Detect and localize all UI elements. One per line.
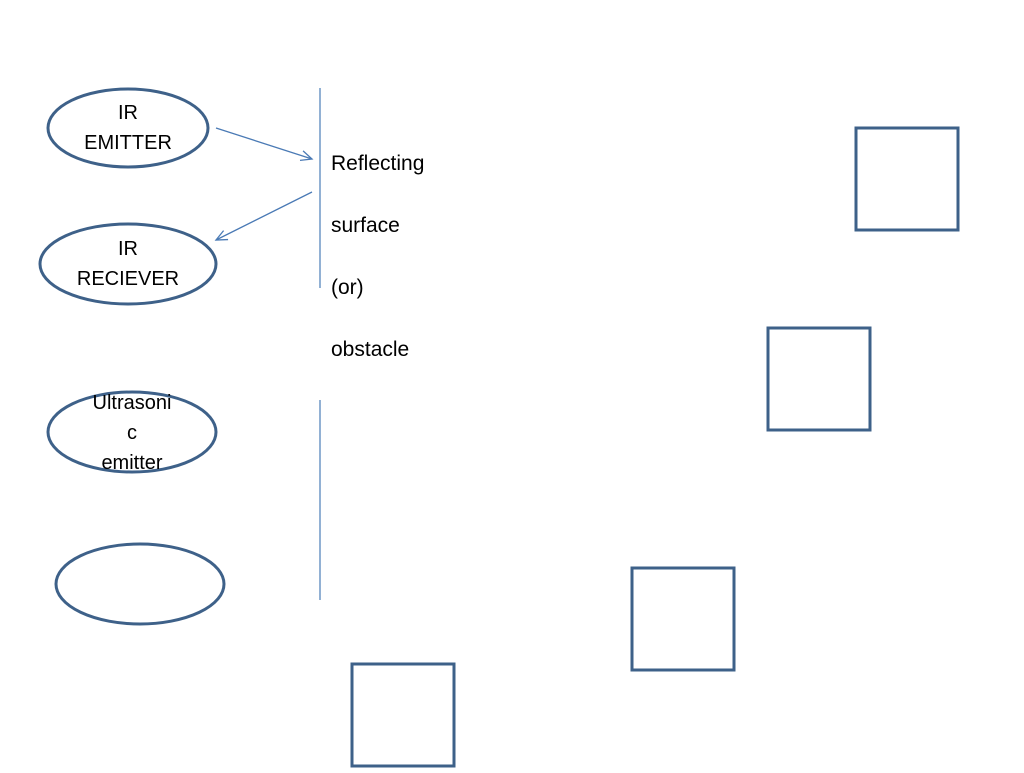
ir-emitter-label-line1: IR [118,102,138,124]
reflecting-surface-label-line2: surface [331,214,400,237]
ultrasonic-emitter-label-line3: emitter [101,452,163,474]
square-3 [630,566,736,672]
reflecting-surface-label-line4: obstacle [331,338,410,361]
ir-emitter-ellipse [46,87,210,169]
ir-receiver-label-line2: RECIEVER [76,268,180,290]
reflecting-surface-label-line1: Reflecting [331,152,425,175]
ir-receiver-label: IR RECIEVER [63,234,193,294]
reflecting-surface-label: Reflecting surface (or) obstacle [331,117,424,396]
ir-receiver-label-line1: IR [118,238,138,260]
ultrasonic-receiver-ellipse [54,542,226,626]
ultrasonic-emitter-label-line2: c [127,422,137,444]
ultrasonic-emitter-ellipse [46,390,218,474]
ultrasonic-emitter-label: Ultrasoni c emitter [72,388,192,478]
ir-receiver-ellipse [38,222,218,306]
square-1 [854,126,960,232]
emit-arrow [215,127,314,162]
reflect-arrow [214,191,313,241]
ultrasonic-emitter-label-line1: Ultrasoni [92,392,172,414]
square-4 [350,662,456,768]
ir-emitter-label: IR EMITTER [68,98,188,158]
reflecting-surface-label-line3: (or) [331,276,364,299]
ir-emitter-label-line2: EMITTER [84,132,172,154]
square-2 [766,326,872,432]
